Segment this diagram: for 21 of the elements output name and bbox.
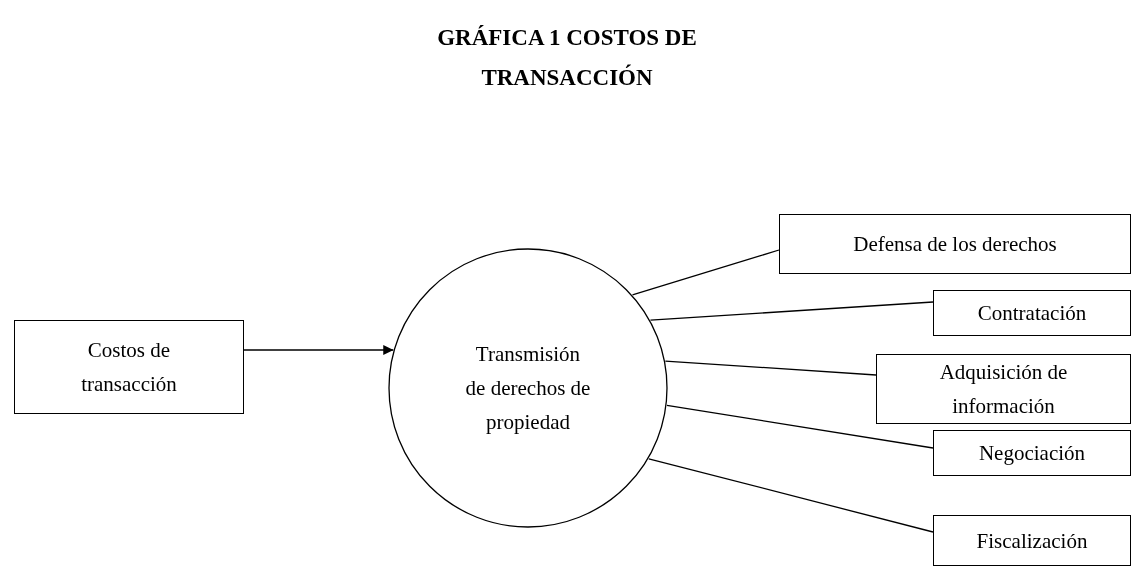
node-label: Defensa de los derechos [853, 231, 1057, 258]
connector-line [649, 301, 934, 321]
text-box [933, 515, 1131, 566]
connector-line [648, 458, 934, 533]
node-label: Costos de transacción [80, 337, 178, 398]
text-box [933, 290, 1131, 336]
node-label: Contratación [977, 300, 1087, 327]
diagram-title: GRÁFICA 1 COSTOS DE TRANSACCIÓN [436, 24, 698, 92]
circle-node [388, 248, 668, 528]
connector-line [631, 249, 780, 296]
node-label: Negociación [978, 440, 1086, 467]
connector-line [664, 360, 877, 376]
text-box [933, 430, 1131, 476]
node-label: Transmisión de derechos de propiedad [465, 341, 591, 436]
text-box [876, 354, 1131, 424]
connector-line [666, 404, 934, 449]
node-label: Fiscalización [976, 527, 1088, 555]
arrow [243, 345, 394, 355]
text-box [779, 214, 1131, 274]
text-box [14, 320, 244, 414]
node-label: Adquisición de información [938, 359, 1069, 420]
